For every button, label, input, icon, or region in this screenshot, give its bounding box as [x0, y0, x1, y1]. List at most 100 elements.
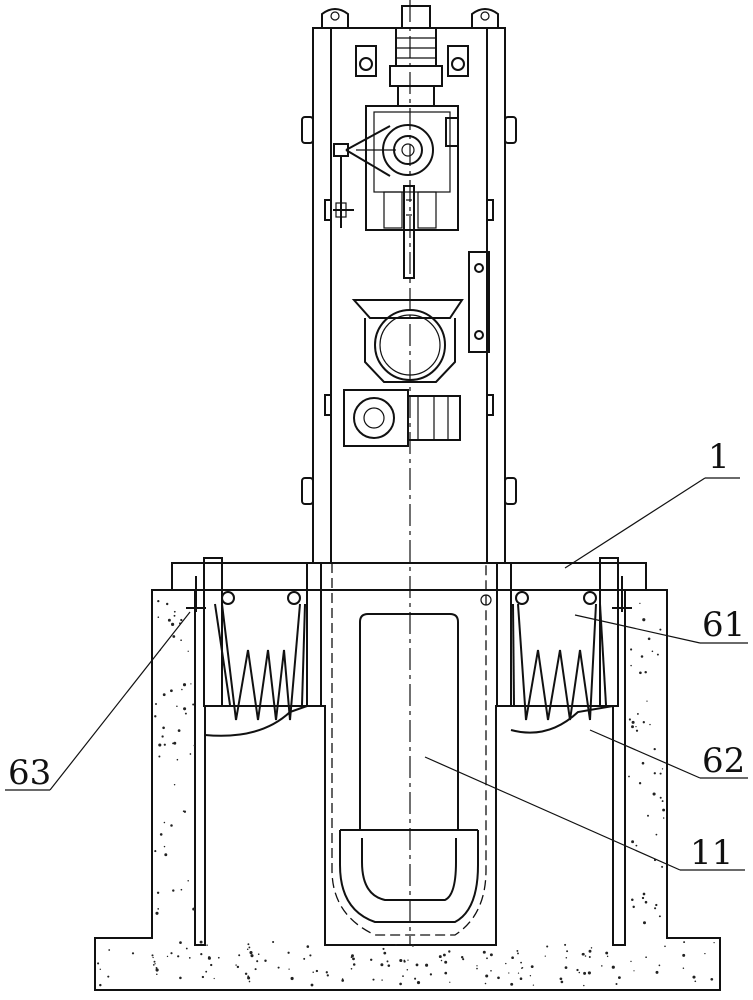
aggregate-speck	[710, 977, 714, 981]
aggregate-speck	[107, 975, 110, 978]
aggregate-speck	[162, 726, 165, 730]
concrete-foundation	[94, 589, 721, 991]
aggregate-speck	[157, 908, 160, 910]
aggregate-speck	[643, 921, 646, 925]
aggregate-speck	[310, 983, 314, 987]
aggregate-speck	[640, 655, 644, 658]
aggregate-speck	[236, 965, 240, 969]
aggregate-speck	[519, 977, 523, 980]
aggregate-speck	[99, 983, 102, 987]
aggregate-speck	[642, 618, 646, 622]
aggregate-speck	[631, 725, 634, 729]
aggregate-speck	[166, 602, 169, 606]
aggregate-speck	[247, 943, 250, 946]
aggregate-speck	[154, 715, 157, 718]
aggregate-speck	[395, 944, 397, 946]
aggregate-speck	[163, 845, 166, 848]
aggregate-speck	[192, 703, 195, 706]
aggregate-speck	[505, 962, 507, 965]
drive-motor-gearbox	[333, 5, 469, 279]
aggregate-speck	[659, 628, 662, 631]
aggregate-speck	[652, 792, 656, 796]
aggregate-speck	[164, 853, 168, 857]
aggregate-speck	[632, 905, 635, 909]
aggregate-speck	[183, 707, 187, 711]
aggregate-speck	[658, 915, 661, 918]
aggregate-speck	[490, 970, 492, 972]
aggregate-speck	[655, 903, 658, 907]
aggregate-speck	[628, 775, 630, 778]
aggregate-speck	[664, 945, 666, 948]
aggregate-speck	[206, 944, 208, 946]
aggregate-speck	[108, 949, 111, 951]
lower-motor	[343, 389, 461, 447]
aggregate-speck	[482, 950, 486, 954]
aggregate-speck	[246, 948, 249, 951]
aggregate-speck	[170, 689, 173, 693]
central-chamber	[331, 563, 492, 936]
aggregate-speck	[630, 960, 632, 963]
aggregate-speck	[309, 954, 312, 957]
aggregate-speck	[325, 971, 328, 974]
aggregate-speck	[154, 963, 156, 965]
aggregate-speck	[584, 955, 587, 957]
aggregate-speck	[179, 941, 182, 944]
aggregate-speck	[306, 945, 310, 948]
aggregate-speck	[638, 782, 642, 785]
aggregate-speck	[152, 964, 155, 966]
aggregate-speck	[177, 729, 181, 732]
aggregate-speck	[661, 800, 664, 803]
upper-valve	[351, 299, 464, 383]
aggregate-speck	[497, 976, 500, 980]
aggregate-speck	[156, 891, 160, 894]
aggregate-speck	[99, 968, 102, 970]
aggregate-speck	[97, 962, 100, 965]
aggregate-speck	[205, 970, 208, 973]
aggregate-speck	[399, 982, 402, 986]
aggregate-speck	[287, 951, 290, 954]
aggregate-speck	[173, 783, 176, 786]
aggregate-speck	[161, 735, 164, 738]
label-chamber: 11	[690, 833, 733, 873]
aggregate-speck	[372, 978, 375, 981]
aggregate-speck	[683, 941, 686, 944]
aggregate-speck	[277, 966, 280, 969]
aggregate-speck	[248, 946, 251, 949]
aggregate-speck	[158, 743, 162, 747]
aggregate-speck	[380, 963, 384, 967]
aggregate-speck	[641, 761, 645, 765]
aggregate-speck	[438, 955, 442, 959]
aggregate-speck	[590, 947, 593, 949]
left-curtain	[204, 591, 308, 737]
aggregate-speck	[172, 742, 174, 745]
aggregate-speck	[544, 955, 546, 957]
aggregate-speck	[182, 683, 187, 687]
aggregate-speck	[647, 814, 649, 817]
aggregate-speck	[416, 981, 421, 985]
aggregate-speck	[387, 964, 391, 967]
aggregate-speck	[649, 723, 651, 726]
aggregate-speck	[190, 683, 192, 685]
aggregate-speck	[662, 817, 665, 819]
aggregate-speck	[172, 889, 175, 892]
aggregate-speck	[264, 959, 267, 962]
aggregate-speck	[647, 637, 651, 641]
aggregate-speck	[238, 954, 241, 957]
aggregate-speck	[646, 700, 648, 702]
aggregate-speck	[402, 975, 404, 977]
leader-lines	[5, 477, 748, 871]
aggregate-speck	[170, 824, 173, 827]
aggregate-speck	[383, 951, 387, 955]
aggregate-speck	[155, 703, 157, 705]
aggregate-speck	[694, 980, 697, 983]
aggregate-speck	[185, 947, 188, 950]
aggregate-speck	[484, 982, 487, 985]
aggregate-speck	[406, 969, 409, 971]
aggregate-speck	[217, 956, 220, 959]
aggregate-speck	[588, 949, 592, 953]
aggregate-speck	[644, 900, 648, 904]
aggregate-speck	[656, 653, 659, 656]
aggregate-speck	[636, 712, 639, 715]
aggregate-speck	[249, 951, 253, 955]
